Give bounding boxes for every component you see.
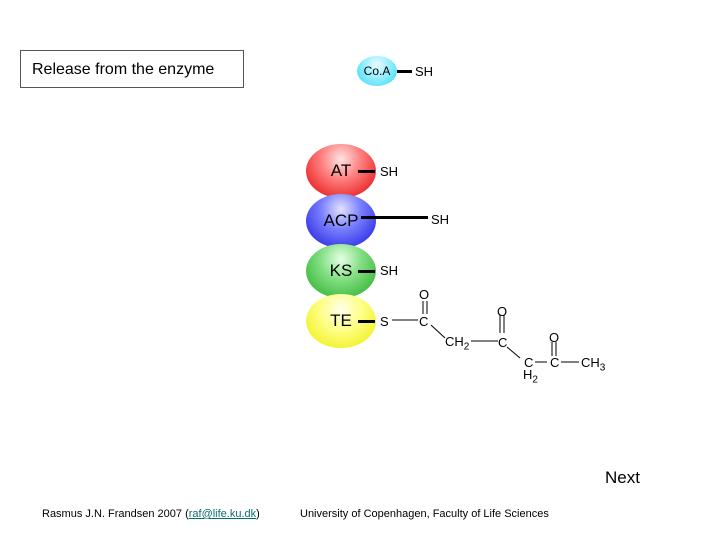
domain-at-label: AT — [330, 161, 352, 180]
atom-h2-sub: 2 — [532, 374, 538, 386]
atom-ch2: CH2 — [445, 334, 469, 353]
slide-title-box: Release from the enzyme — [20, 50, 244, 88]
coa-node: Co.A — [357, 56, 397, 86]
atom-h2-text: H — [523, 367, 533, 382]
ks-bond — [358, 270, 375, 273]
credit-prefix: Rasmus J.N. Frandsen 2007 ( — [42, 508, 189, 520]
atom-ch3-sub: 3 — [599, 362, 606, 374]
atom-c2: C — [498, 335, 508, 350]
atom-o2: O — [497, 304, 508, 319]
coa-label: Co.A — [363, 64, 391, 78]
credit-suffix: ) — [256, 508, 260, 520]
domain-te-label: TE — [330, 311, 352, 330]
atom-ch2-sub: 2 — [463, 341, 470, 353]
atom-ch2-text: CH — [445, 334, 464, 349]
email-link[interactable]: raf@life.ku.dk — [188, 508, 257, 520]
domain-acp-label: ACP — [323, 211, 359, 230]
coa-bond — [397, 70, 412, 73]
atom-o3: O — [549, 330, 560, 345]
next-button[interactable]: Next — [605, 468, 640, 487]
atom-ch3-text: CH — [581, 355, 600, 370]
slide-title: Release from the enzyme — [32, 61, 215, 78]
atom-h2: H2 — [523, 367, 538, 386]
atom-c4: C — [550, 355, 560, 370]
acp-bond — [361, 216, 428, 219]
footer-university: University of Copenhagen, Faculty of Lif… — [300, 508, 549, 520]
atom-o1: O — [419, 287, 430, 302]
domain-ks-label: KS — [329, 261, 353, 280]
atom-c3: C — [524, 355, 534, 370]
footer-credit: Rasmus J.N. Frandsen 2007 (raf@life.ku.d… — [42, 508, 260, 520]
coa-sh-label: SH — [415, 64, 434, 79]
te-s-label: S — [380, 314, 389, 329]
ks-sh-label: SH — [380, 263, 399, 278]
domain-acp: ACP — [306, 194, 376, 248]
atom-ch3: CH3 — [581, 355, 605, 374]
acp-sh-label: SH — [431, 212, 450, 227]
at-sh-label: SH — [380, 164, 399, 179]
atom-c1: C — [419, 314, 429, 329]
at-bond — [358, 170, 375, 173]
te-bond — [358, 320, 375, 323]
